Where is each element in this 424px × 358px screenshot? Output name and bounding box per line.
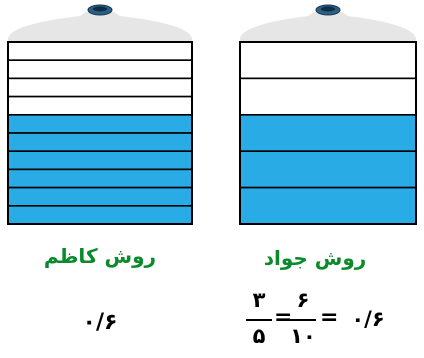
left-segment-filled <box>7 168 193 189</box>
fraction-numerator: ۶ <box>296 288 310 312</box>
left-segment-empty <box>7 95 193 116</box>
left-segment-filled <box>7 186 193 207</box>
javad-decimal: ۰/۶ <box>351 307 385 331</box>
kazem-decimal: ۰/۶ <box>82 310 118 335</box>
right-segment-empty <box>239 41 417 80</box>
left-segment-empty <box>7 41 193 62</box>
fraction-denominator: ۵ <box>252 324 266 348</box>
left-segment-filled <box>7 205 193 225</box>
fraction-denominator: ۱۰ <box>290 324 316 348</box>
right-segment-filled <box>239 186 417 225</box>
left-segment-empty <box>7 59 193 80</box>
left-bottle-outline <box>7 41 193 225</box>
right-bottle-cap-opening <box>321 6 335 12</box>
left-bottle-cap-opening <box>93 6 107 12</box>
fraction-bar <box>246 319 272 321</box>
right-segment-filled <box>239 114 417 153</box>
equals-sign: = <box>320 305 339 330</box>
equals-sign: = <box>274 305 293 330</box>
caption-kazem-method: روش کاظم <box>43 244 157 268</box>
right-segment-empty <box>239 77 417 116</box>
fraction-bar <box>290 319 316 321</box>
left-segment-filled <box>7 150 193 171</box>
left-segment-empty <box>7 77 193 98</box>
right-bottle-outline <box>239 41 417 225</box>
javad-equation: ۳ ۵ = ۶ ۱۰ = ۰/۶ <box>236 286 416 352</box>
fraction-six-tenths: ۶ ۱۰ <box>288 286 318 352</box>
fraction-numerator: ۳ <box>252 288 266 312</box>
left-segment-filled <box>7 114 193 134</box>
fraction-three-fifths: ۳ ۵ <box>244 286 274 352</box>
caption-javad-method: روش جواد <box>263 246 367 270</box>
right-segment-filled <box>239 150 417 189</box>
left-segment-filled <box>7 132 193 153</box>
